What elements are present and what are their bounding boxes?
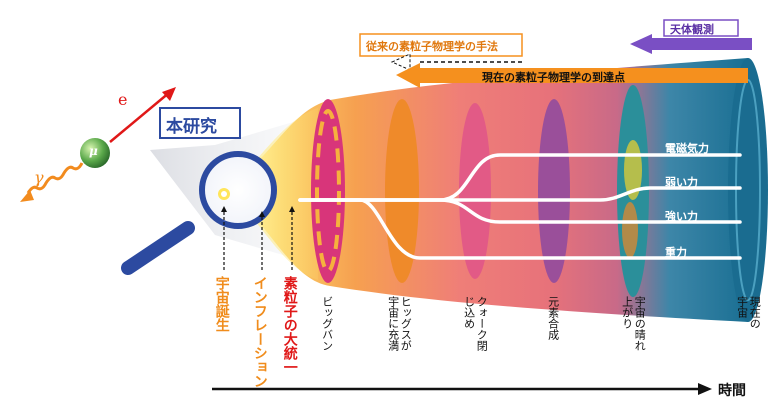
force-label-strong: 強い力	[665, 210, 698, 223]
era-label-nucleosynthesis: 元素合成	[546, 296, 560, 340]
muon-label: μ	[89, 144, 98, 158]
era-label-bigbang: ビッグバン	[320, 296, 334, 351]
astronomy-arrow	[630, 34, 752, 54]
era-label-quark: クォーク閉 じ込め	[462, 296, 489, 351]
stage-label-unification: 素粒子の大統一	[281, 276, 298, 374]
stage-label-birth: 宇宙誕生	[213, 276, 230, 332]
gamma-label: γ	[34, 168, 44, 187]
conventional-method-label: 従来の素粒子物理学の手法	[366, 40, 498, 53]
disk-nucleosynthesis	[538, 99, 570, 283]
stage-label-inflation: インフレーション	[251, 276, 268, 388]
force-label-weak: 弱い力	[665, 176, 698, 189]
this-study-label: 本研究	[166, 117, 217, 137]
disk-quark	[459, 103, 491, 279]
electron-label: e	[118, 90, 128, 109]
astronomy-label: 天体観測	[670, 23, 714, 36]
electron-arrow	[109, 91, 171, 143]
magnifier-lens	[199, 151, 277, 229]
force-label-electromagnetic: 電磁気力	[665, 142, 709, 155]
magnifier-handle	[121, 221, 195, 275]
current-reach-arrow	[396, 63, 748, 88]
current-reach-label: 現在の素粒子物理学の到達点	[482, 71, 625, 84]
era-label-higgs: ヒッグスが 宇宙に充満	[386, 296, 413, 351]
era-label-recombination: 宇宙の晴れ 上がり	[620, 296, 647, 351]
gamma-wave	[26, 162, 84, 194]
muon-particle	[80, 138, 110, 168]
this-study-box	[159, 107, 241, 139]
disk-present	[728, 58, 768, 322]
force-label-gravity: 重力	[665, 246, 687, 259]
time-axis-label: 時間	[718, 383, 746, 399]
force-lines	[298, 153, 742, 260]
era-label-present: 現在の 宇宙	[735, 296, 762, 329]
